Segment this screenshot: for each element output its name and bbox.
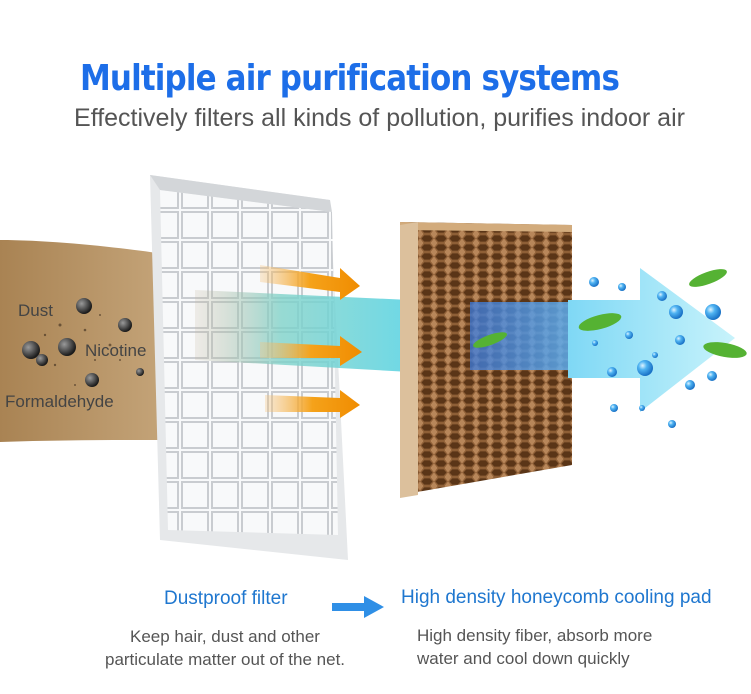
pollutant-label-formaldehyde: Formaldehyde [5, 392, 114, 411]
dust-particles [22, 298, 144, 387]
cool-air-band [470, 302, 575, 370]
stage-description-honeycomb-pad: High density fiber, absorb more water an… [417, 624, 717, 670]
airflow-arrows [260, 265, 362, 418]
page-subtitle: Effectively filters all kinds of polluti… [74, 104, 685, 132]
dustproof-filter-illustration [150, 175, 348, 560]
page-title: Multiple air purification systems [79, 58, 620, 99]
air-stream [195, 290, 410, 372]
water-droplets [589, 277, 721, 428]
description-line: High density fiber, absorb more [417, 626, 653, 645]
stage-label-honeycomb-pad: High density honeycomb cooling pad [401, 587, 712, 608]
description-line: Keep hair, dust and other [130, 627, 320, 646]
description-line: particulate matter out of the net. [104, 650, 346, 669]
dust-specks [39, 314, 121, 386]
polluted-air [0, 240, 170, 442]
pollutant-label-nicotine: Nicotine [85, 341, 147, 360]
arrow-right-icon [332, 596, 384, 618]
description-line: water and cool down quickly [417, 649, 630, 668]
purification-illustration [0, 175, 747, 560]
stage-description-dustproof-filter: Keep hair, dust and other particulate ma… [80, 625, 370, 671]
leaves [472, 269, 747, 358]
clean-air-arrow [568, 268, 735, 412]
pollutant-label-dust: Dust [18, 301, 53, 320]
stage-label-dustproof-filter: Dustproof filter [164, 588, 288, 609]
